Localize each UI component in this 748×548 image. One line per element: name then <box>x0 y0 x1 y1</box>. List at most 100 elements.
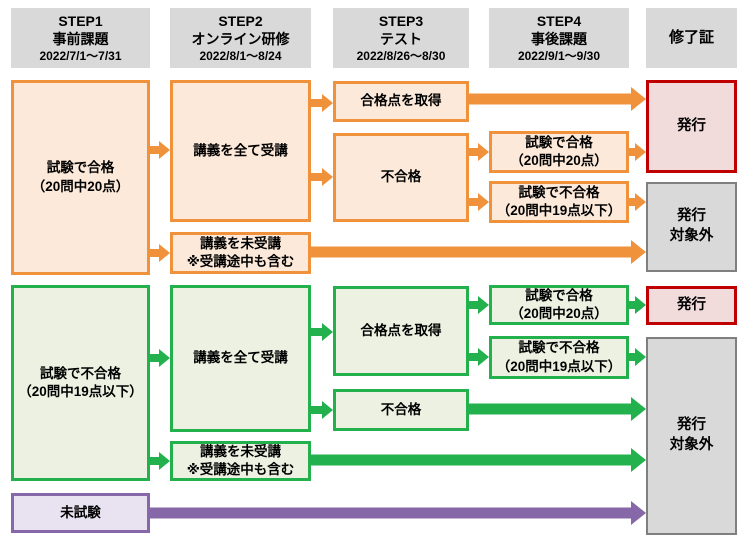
orange-arrow-retest-pass-to-issued <box>629 143 646 161</box>
header-step2: STEP2 オンライン研修 2022/8/1～8/24 <box>170 8 311 68</box>
arrow-head <box>631 87 646 111</box>
arrow-rod <box>469 301 479 309</box>
header-certificate: 修了証 <box>646 8 737 68</box>
header-step1: STEP1 事前課題 2022/7/1～7/31 <box>11 8 150 68</box>
green-not-issued-box: 発行 対象外 <box>646 337 737 535</box>
arrow-head <box>478 296 489 314</box>
step3-period: 2022/8/26～8/30 <box>356 48 446 63</box>
green-arrow-step1-to-attended <box>150 349 170 367</box>
arrow-head <box>635 296 646 314</box>
arrow-head <box>635 193 646 211</box>
orange-retest-pass-box: 試験で合格 （20問中20点） <box>489 131 629 173</box>
purple-arrow-untested-to-not-issued <box>150 501 646 525</box>
orange-attended-all-box: 講義を全て受講 <box>170 80 311 222</box>
arrow-head <box>322 401 333 419</box>
step2-label: STEP2 <box>218 12 263 29</box>
arrow-head <box>631 448 646 472</box>
orange-issued-box: 発行 <box>646 80 737 173</box>
arrow-rod <box>311 328 323 336</box>
green-arrow-passing-score-to-retest-fail <box>469 348 489 366</box>
step4-label: STEP4 <box>536 12 582 29</box>
orange-arrow-step1-to-not-attended <box>150 244 170 262</box>
orange-arrow-fail-to-retest-fail <box>469 193 489 211</box>
arrow-rod <box>311 246 632 258</box>
step2-period: 2022/8/1～8/24 <box>199 48 282 63</box>
header-step3: STEP3 テスト 2022/8/26～8/30 <box>333 8 469 68</box>
arrow-rod <box>311 406 323 414</box>
arrow-rod <box>629 353 636 361</box>
arrow-rod <box>311 99 323 107</box>
step2-title: オンライン研修 <box>191 31 290 48</box>
header-step4: STEP4 事後課題 2022/9/1～9/30 <box>489 8 629 68</box>
arrow-rod <box>150 249 160 257</box>
arrow-rod <box>150 146 160 154</box>
arrow-head <box>159 244 170 262</box>
step1-title: 事前課題 <box>52 31 109 48</box>
arrow-rod <box>629 301 636 309</box>
purple-untested-box: 未試験 <box>11 493 150 533</box>
orange-retest-fail-box: 試験で不合格 （20問中19点以下） <box>489 181 629 223</box>
green-issued-box: 発行 <box>646 286 737 325</box>
step4-period: 2022/9/1～9/30 <box>517 48 601 63</box>
green-arrow-passing-score-to-retest-pass <box>469 296 489 314</box>
arrow-rod <box>311 454 632 466</box>
arrow-rod <box>469 148 479 156</box>
green-arrow-attended-to-passing-score <box>311 323 333 341</box>
arrow-head <box>631 397 646 421</box>
green-arrow-retest-fail-to-not-issued <box>629 348 646 366</box>
certificate-label: 修了証 <box>668 29 714 47</box>
green-passing-score-box: 合格点を取得 <box>333 286 469 376</box>
arrow-rod <box>469 403 632 415</box>
orange-arrow-passing-score-to-issued <box>469 87 646 111</box>
step4-title: 事後課題 <box>531 31 587 48</box>
arrow-rod <box>311 173 323 181</box>
orange-not-issued-box: 発行 対象外 <box>646 182 737 272</box>
orange-arrow-step1-to-attended <box>150 141 170 159</box>
arrow-head <box>635 143 646 161</box>
arrow-head <box>478 143 489 161</box>
orange-arrow-attended-to-passing-score <box>311 94 333 112</box>
arrow-rod <box>150 354 160 362</box>
orange-arrow-not-attended-to-not-issued <box>311 240 646 264</box>
green-retest-pass-box: 試験で合格 （20問中20点） <box>489 285 629 325</box>
orange-arrow-retest-fail-to-not-issued <box>629 193 646 211</box>
arrow-head <box>322 323 333 341</box>
green-pretest-fail-box: 試験で不合格 （20問中19点以下） <box>11 285 150 481</box>
arrow-head <box>631 501 646 525</box>
arrow-head <box>478 193 489 211</box>
arrow-head <box>478 348 489 366</box>
green-arrow-fail-to-not-issued <box>469 397 646 421</box>
arrow-rod <box>469 198 479 206</box>
green-arrow-not-attended-to-not-issued <box>311 448 646 472</box>
arrow-head <box>159 452 170 470</box>
arrow-rod <box>629 198 636 206</box>
green-arrow-attended-to-fail <box>311 401 333 419</box>
arrow-rod <box>150 507 632 519</box>
arrow-head <box>635 348 646 366</box>
green-attended-all-box: 講義を全て受講 <box>170 285 311 432</box>
green-fail-box: 不合格 <box>333 389 469 431</box>
step1-period: 2022/7/1～7/31 <box>39 48 122 63</box>
arrow-head <box>322 94 333 112</box>
orange-fail-box: 不合格 <box>333 133 469 222</box>
orange-pretest-pass-box: 試験で合格 （20問中20点） <box>11 80 150 275</box>
green-arrow-retest-pass-to-issued <box>629 296 646 314</box>
arrow-head <box>159 349 170 367</box>
arrow-rod <box>469 93 632 105</box>
orange-passing-score-box: 合格点を取得 <box>333 81 469 122</box>
arrow-head <box>159 141 170 159</box>
arrow-rod <box>469 353 479 361</box>
orange-arrow-attended-to-fail <box>311 168 333 186</box>
orange-arrow-fail-to-retest-pass <box>469 143 489 161</box>
green-arrow-step1-to-not-attended <box>150 452 170 470</box>
green-not-attended-box: 講義を未受講 ※受講途中も含む <box>170 441 311 481</box>
arrow-head <box>631 240 646 264</box>
arrow-head <box>322 168 333 186</box>
arrow-rod <box>629 148 636 156</box>
green-retest-fail-box: 試験で不合格 （20問中19点以下） <box>489 336 629 379</box>
arrow-rod <box>150 457 160 465</box>
orange-not-attended-box: 講義を未受講 ※受講途中も含む <box>170 232 311 274</box>
step3-label: STEP3 <box>378 12 424 29</box>
step3-title: テスト <box>380 31 422 48</box>
